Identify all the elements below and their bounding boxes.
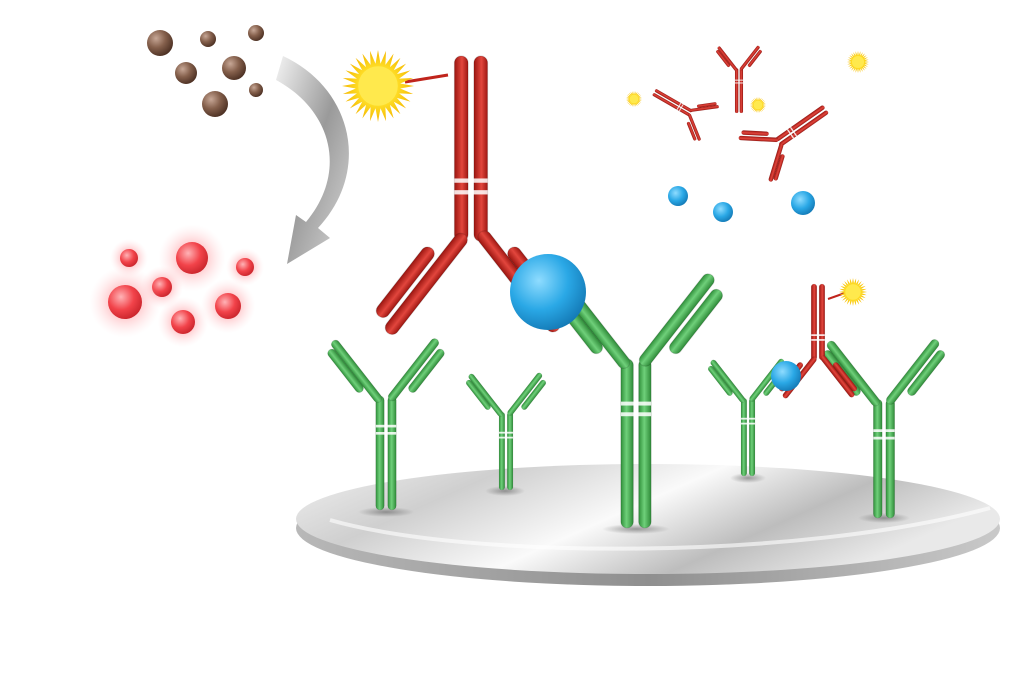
signal-particle (200, 278, 256, 334)
antigen (510, 254, 586, 330)
enzyme-label (839, 278, 867, 306)
signal-particle (89, 266, 161, 338)
substrate-particle (175, 62, 197, 84)
antibody-shadow (602, 524, 670, 534)
detection-antibody (716, 45, 762, 114)
enzyme-label (342, 50, 414, 122)
capture-antibody (465, 372, 547, 491)
substrate-particle (249, 83, 263, 97)
signal-particle (157, 296, 209, 348)
free-antigen (713, 202, 733, 222)
free-detection-antibody (738, 51, 869, 182)
capture-antibody (327, 338, 445, 511)
substrate-particle (222, 56, 246, 80)
enzyme-label (847, 51, 869, 73)
bound-complex-large (342, 50, 586, 336)
substrate-particle (200, 31, 216, 47)
free-antigen (791, 191, 815, 215)
label-linker (404, 73, 449, 84)
curved-arrow (276, 56, 349, 264)
substrate-particle (147, 30, 173, 56)
enzyme-label (626, 91, 642, 107)
substrate-particles (147, 25, 264, 117)
antigen (771, 361, 801, 391)
substrate-particle (248, 25, 264, 41)
antibody-shadow (485, 486, 525, 496)
free-detection-antibody (716, 45, 766, 114)
bound-complex-small (771, 278, 867, 399)
substrate-particle (202, 91, 228, 117)
enzyme-label (750, 97, 766, 113)
antibody-shadow (858, 513, 910, 523)
antibody-shadow (358, 507, 414, 517)
detection-antibody (652, 89, 719, 141)
free-antigen (668, 186, 688, 206)
capture-antibody (548, 273, 724, 529)
detection-antibody (738, 105, 829, 182)
signal-particles (89, 224, 264, 348)
antibody-shadow (730, 473, 766, 483)
free-detection-antibody (626, 89, 719, 141)
signal-particle (226, 248, 264, 286)
